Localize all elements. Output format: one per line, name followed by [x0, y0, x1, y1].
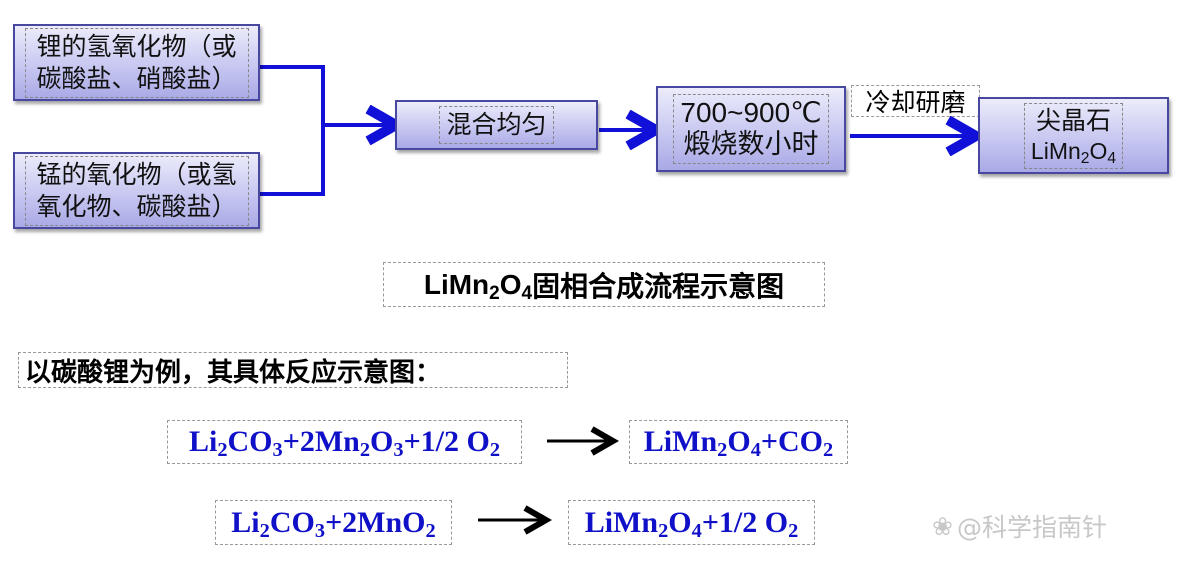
formula-subscript: 2 [217, 439, 228, 462]
formula-text: LiMn [643, 425, 718, 458]
manganese-source-text: 锰的氧化物（或氢氧化物、碳酸盐） [24, 155, 249, 226]
title-text: 固相合成流程示意图 [532, 269, 785, 303]
formula-text: +2MnO [325, 505, 426, 539]
equation-1-reactants: Li2CO3+2Mn2O3+1/2 O2 [167, 420, 522, 464]
formula-subscript: 4 [521, 282, 533, 304]
formula-text: +1/2 O [701, 505, 789, 539]
formula-text: O [1089, 137, 1108, 164]
equation-2-products: LiMn2O4+1/2 O2 [568, 500, 815, 545]
formula-text: LiMn [423, 268, 490, 300]
product-formula: LiMn2O4 [1031, 136, 1116, 166]
formula-subscript: 2 [717, 439, 728, 462]
formula-text: O [499, 268, 522, 300]
cool-grind-label: 冷却研磨 [851, 85, 980, 117]
formula-text: +2Mn [282, 425, 360, 458]
calcine-text: 700~900℃ 煅烧数小时 [673, 94, 829, 164]
formula-subscript: 2 [489, 282, 500, 304]
example-heading: 以碳酸锂为例，其具体反应示意图： [18, 352, 568, 388]
formula-subscript: 4 [1107, 149, 1117, 167]
paw-icon: ❀ [932, 511, 953, 541]
lithium-source-text: 锂的氢氧化物（或碳酸盐、硝酸盐） [24, 27, 249, 98]
formula-subscript: 4 [750, 439, 761, 462]
formula-text: O [370, 425, 394, 458]
formula-subscript: 2 [425, 519, 436, 542]
lithium-source-box: 锂的氢氧化物（或碳酸盐、硝酸盐） [13, 24, 260, 101]
calcine-temp: 700~900℃ [680, 97, 822, 128]
formula-text: O [727, 425, 751, 458]
formula-subscript: 2 [359, 439, 371, 462]
connector-lithium [259, 65, 325, 196]
calcine-box: 700~900℃ 煅烧数小时 [656, 86, 846, 172]
title-formula: LiMn2O4 [423, 268, 533, 304]
mix-box: 混合均匀 [395, 100, 598, 150]
formula-text: LiMn [584, 505, 659, 539]
product-text: 尖晶石 LiMn2O4 [1023, 102, 1124, 169]
formula-subscript: 2 [658, 519, 669, 542]
manganese-source-box: 锰的氧化物（或氢氧化物、碳酸盐） [13, 152, 260, 229]
equation-2-reactants: Li2CO3+2MnO2 [215, 500, 452, 545]
formula-subscript: 2 [823, 439, 834, 462]
formula-subscript: 3 [314, 519, 326, 542]
mix-text: 混合均匀 [439, 106, 554, 144]
watermark: ❀@科学指南针 [932, 508, 1107, 544]
formula-text: Li [231, 505, 260, 539]
watermark-text: @科学指南针 [956, 513, 1107, 542]
formula-text: +1/2 O [403, 425, 490, 458]
formula-subscript: 2 [788, 519, 799, 542]
product-box: 尖晶石 LiMn2O4 [978, 97, 1169, 174]
formula-text: +CO [760, 425, 823, 458]
formula-text: Li [188, 425, 218, 458]
formula-subscript: 3 [393, 439, 404, 462]
product-name: 尖晶石 [1035, 105, 1111, 135]
formula-text: O [668, 505, 692, 539]
equation-1-products: LiMn2O4+CO2 [629, 420, 848, 464]
formula-subscript: 4 [691, 519, 702, 542]
formula-subscript: 3 [272, 439, 283, 462]
formula-text: LiMn [1030, 137, 1081, 164]
formula-text: CO [269, 505, 315, 539]
formula-subscript: 2 [489, 439, 501, 462]
formula-subscript: 2 [1080, 149, 1090, 167]
calcine-time: 煅烧数小时 [683, 129, 819, 160]
formula-subscript: 2 [259, 519, 270, 542]
formula-text: CO [227, 425, 273, 458]
